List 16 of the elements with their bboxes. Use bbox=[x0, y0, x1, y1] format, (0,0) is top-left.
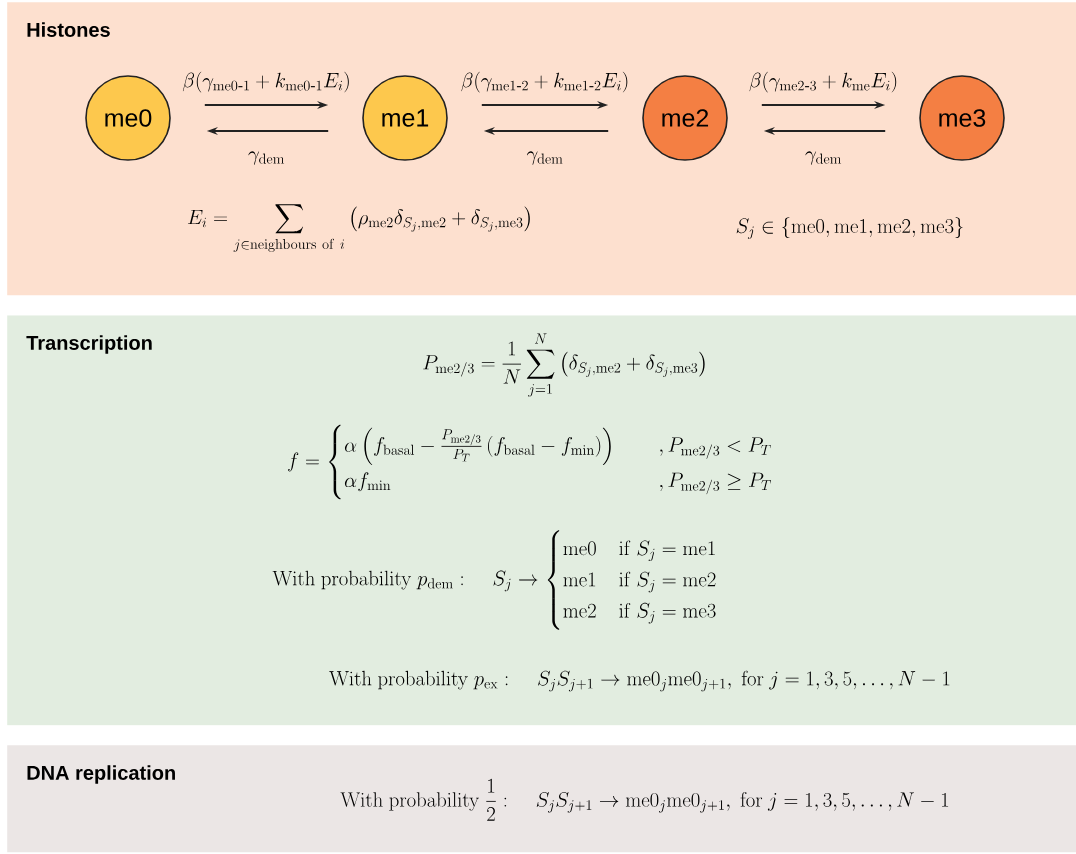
panel-heading: Histones bbox=[27, 22, 110, 37]
formula: $\mathrm{With\ probability}\ p_{\mathrm{dem}}:\quad S_j \to \begin{cases}\mathrm{me0} & \mathrm{if}\ S_j=\mathrm{me1}\\ \mathrm{me1} & \mathrm{if}\ S_j=\mathrm{me2}\\ \mathrm{me2} & \mathrm{if}\ S_j=\mathrm{me3}\end{cases}$ bbox=[272, 530, 716, 630]
panel-heading: Transcription bbox=[26, 335, 152, 354]
edge-label: $\gamma_{\mathrm{dem}}$ bbox=[526, 151, 563, 165]
formula: $\mathrm{With\ probability}\ \frac{1}{2}:\quad S_jS_{j+1}\to\mathrm{me0}_j\mathrm{me0}_{j+1},\ \mathrm{for}\ j=1,3,5,\ldots,N-1$ bbox=[340, 778, 949, 821]
formula: $P_{\mathrm{me2/3}} = \frac{1}{N}\sum_{j=1}^{N}\left(\delta_{S_j,\mathrm{me2}}+\delta_{S_j,\mathrm{me3}}\right)$ bbox=[423, 333, 705, 397]
formula: $S_j \in \{\mathrm{me0},\mathrm{me1},\mathrm{me2},\mathrm{me3}\}$ bbox=[736, 217, 963, 239]
formula: $\mathrm{With\ probability}\ p_{\mathrm{ex}}:\quad S_jS_{j+1}\to\mathrm{me0}_j\mathrm{me0}_{j+1},\ \mathrm{for}\ j=1,3,5,\ldots,N-1$ bbox=[329, 670, 950, 692]
formula: $E_i = \sum_{j\in\mathrm{neighbours\ of}\ i} \left(\rho_{\mathrm{me2}}\delta_{S_j,\mathrm{me2}} + \delta_{S_j,\mathrm{me3}}\right)$ bbox=[187, 204, 530, 252]
panel-heading: DNA replication bbox=[27, 765, 175, 784]
edge-label: $\gamma_{\mathrm{dem}}$ bbox=[805, 151, 842, 165]
edge-label: $\gamma_{\mathrm{dem}}$ bbox=[248, 151, 285, 165]
formula: $f = \begin{cases} \alpha\left(f_{\mathrm{basal}} - \tfrac{P_{\mathrm{me2/3}}}{P_T}\left(f_{\mathrm{basal}}-f_{\mathrm{min}}\right)\right) & \quad ,P_{\mathrm{me2/3}}<P_T\\ \alpha f_{\mathrm{min}} & \quad ,P_{\mathrm{me2/3}}\geq P_T\end{cases}$ bbox=[288, 424, 772, 500]
edge-label: $\beta(\gamma_{\mathrm{me2\text{-}3}} + k_{\mathrm{me}}E_i)$ bbox=[749, 71, 897, 93]
edge-label: $\beta(\gamma_{\mathrm{me1\text{-}2}} + k_{\mathrm{me1\text{-}2}}E_i)$ bbox=[461, 71, 628, 93]
edge-label: $\beta(\gamma_{\mathrm{me0\text{-}1}} + k_{\mathrm{me0\text{-}1}}E_i)$ bbox=[182, 71, 349, 93]
